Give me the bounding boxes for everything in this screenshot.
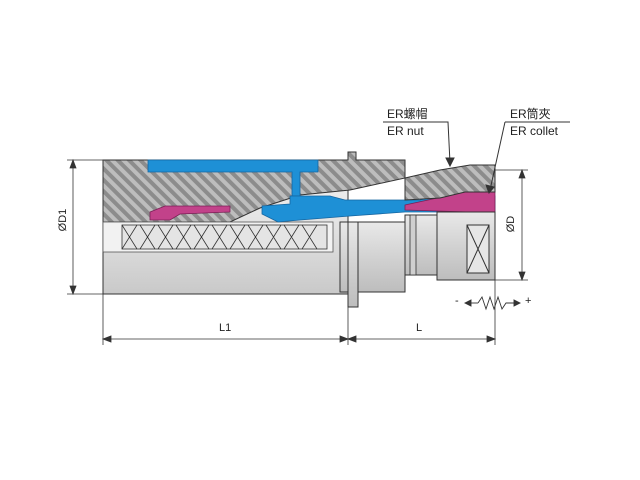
dim-d1-line xyxy=(67,158,103,296)
adjust-plus-symbol: + xyxy=(525,295,532,307)
dim-d-line xyxy=(495,168,528,282)
dim-length-lines xyxy=(101,280,497,345)
dim-l-label: L xyxy=(416,322,423,334)
magenta-piston xyxy=(149,205,231,221)
spring-coil xyxy=(121,224,328,250)
er-collet-label-cn: ER筒夾 xyxy=(510,107,551,121)
neck-ring xyxy=(409,214,417,276)
er-nut-label-cn: ER螺帽 xyxy=(387,107,428,121)
dim-d1-label: ØD1 xyxy=(57,208,69,232)
adjust-minus-symbol: - xyxy=(455,295,459,307)
front-cross-lines xyxy=(466,224,490,274)
dim-l1-label: L1 xyxy=(219,322,232,334)
dim-d-label: ØD xyxy=(505,215,517,233)
er-collet-label-en: ER collet xyxy=(510,124,559,138)
adjust-spring-symbol xyxy=(463,295,522,311)
er-nut-label-en: ER nut xyxy=(387,124,424,138)
er-nut xyxy=(404,164,496,201)
shank-flange xyxy=(347,221,359,308)
leader-lines xyxy=(383,121,570,194)
